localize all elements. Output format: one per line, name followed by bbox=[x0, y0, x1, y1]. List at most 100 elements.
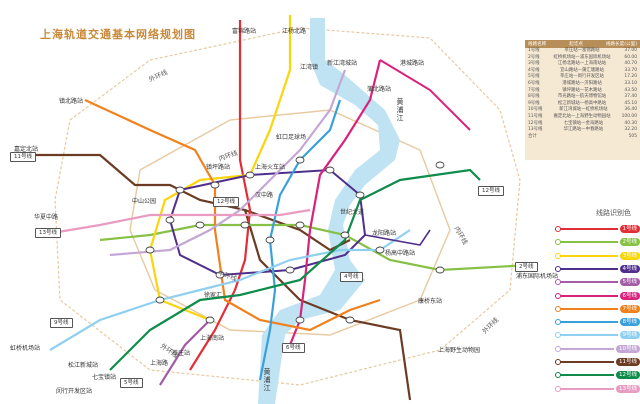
legend-line-tag: 7号线 bbox=[619, 304, 640, 313]
table-cell-length: 36.40 bbox=[624, 107, 637, 113]
table-cell-length: 37.00 bbox=[624, 48, 637, 53]
river-label-north: 黄浦江 bbox=[396, 98, 404, 122]
line-11-branch bbox=[243, 209, 412, 401]
table-cell-length: 40.30 bbox=[624, 120, 637, 126]
table-cell-line: 4号线 bbox=[528, 67, 540, 73]
table-cell-ends: 新江湾城站—虹桥机场站 bbox=[559, 107, 608, 113]
line-5-path bbox=[159, 319, 211, 386]
table-header-line: 线路名称 bbox=[528, 42, 547, 47]
table-cell-ends bbox=[537, 134, 629, 141]
table-header-ends: 起讫点 bbox=[569, 42, 584, 47]
line-10-path bbox=[109, 69, 347, 257]
table-cell-ends: 宜山路站—蒲汇塘路站 bbox=[560, 67, 604, 73]
table-cell-ends: 华江路站—中春路站 bbox=[563, 127, 604, 133]
pill-line-2: 2号线 bbox=[515, 262, 538, 272]
legend-item: 2号线 bbox=[555, 237, 640, 247]
legend-item: 7号线 bbox=[555, 304, 640, 314]
station-pudongjichang: 浦东国际机场站 bbox=[516, 273, 559, 280]
legend-line-tag: 4号线 bbox=[619, 264, 640, 273]
outer-ring bbox=[54, 27, 521, 386]
station-shiji: 世纪大道 bbox=[340, 209, 365, 216]
table-cell-ends: 虹桥机场站—浦东国际机场站 bbox=[553, 54, 611, 60]
legend-line-tag: 12号线 bbox=[616, 371, 640, 380]
table-cell-line: 2号线 bbox=[528, 54, 540, 60]
legend-line-swatch bbox=[555, 228, 618, 230]
pill-line-6: 6号线 bbox=[282, 343, 305, 353]
line-4-loop bbox=[168, 168, 367, 277]
station-shanghaiyeyuan: 上海野生动物园 bbox=[438, 347, 481, 354]
station-gangchenglu: 港城路站 bbox=[400, 60, 425, 67]
line-6-east bbox=[379, 59, 471, 131]
table-cell-length: 505 bbox=[628, 133, 637, 139]
station-xinzhuang: 莘庄站 bbox=[172, 350, 191, 357]
station-yanggao: 杨高中路站 bbox=[385, 250, 416, 257]
pill-line-5: 5号线 bbox=[120, 378, 143, 388]
table-cell-ends: 莘庄站—富锦路站 bbox=[564, 48, 600, 53]
legend-item: 11号线 bbox=[555, 357, 640, 367]
legend-line-swatch bbox=[555, 281, 618, 284]
legend-item: 3号线 bbox=[555, 251, 640, 261]
pill-line-12: 12号线 bbox=[213, 197, 239, 207]
station-jiangyangbei: 江杨北路 bbox=[282, 28, 307, 35]
legend-line-tag: 6号线 bbox=[619, 291, 640, 300]
table-row: 合计 505 bbox=[525, 134, 640, 141]
station-mingzhu: 闵行开发区站 bbox=[56, 388, 93, 395]
station-shanghainanzhan: 上海南站 bbox=[200, 335, 225, 342]
station-huaxianglu: 华夏中路 bbox=[34, 214, 59, 221]
table-cell-line: 1号线 bbox=[528, 48, 540, 53]
legend-line-swatch bbox=[555, 347, 614, 350]
legend-line-tag: 3号线 bbox=[619, 251, 640, 260]
line-12-path bbox=[109, 168, 481, 371]
legend-line-swatch bbox=[555, 241, 618, 244]
table-cell-length: 17.20 bbox=[624, 74, 637, 80]
legend-line-swatch bbox=[555, 294, 618, 297]
line-11-path bbox=[30, 153, 351, 252]
legend-item: 1号线 bbox=[555, 224, 640, 234]
interchange-nodes bbox=[145, 156, 445, 324]
table-cell-line: 5号线 bbox=[528, 74, 540, 80]
station-qibao: 七宝镇站 bbox=[92, 374, 117, 381]
line-8-path bbox=[258, 99, 342, 381]
legend-line-swatch bbox=[555, 387, 614, 390]
table-cell-ends: 莘庄站—闵行开发区站 bbox=[560, 74, 604, 80]
table-cell-ends: 七宝镇站—金海路站 bbox=[563, 120, 604, 126]
legend-line-tag: 11号线 bbox=[616, 358, 640, 366]
table-cell-ends: 松江新城站—杨高中路站 bbox=[557, 100, 607, 106]
table-cell-line: 合计 bbox=[528, 133, 537, 139]
table-cell-line: 6号线 bbox=[528, 80, 540, 86]
table-row: 1号线 莘庄站—富锦路站 37.00 bbox=[525, 48, 640, 55]
legend-dot-icon bbox=[555, 279, 561, 286]
table-row: 5号线 莘庄站—闵行开发区站 17.20 bbox=[525, 74, 640, 81]
legend-line-tag: 9号线 bbox=[619, 331, 640, 340]
pill-line-12-east: 12号线 bbox=[478, 186, 504, 196]
legend-item: 10号线 bbox=[555, 344, 640, 354]
station-xujiahui: 徐家汇 bbox=[204, 292, 223, 299]
station-fujinlu: 富锦路站 bbox=[232, 28, 257, 35]
table-cell-ends: 嘉定北站—上海野生动物园站 bbox=[553, 113, 611, 119]
line-6-path bbox=[288, 59, 382, 346]
table-cell-line: 7号线 bbox=[528, 87, 540, 93]
legend-dot-icon bbox=[555, 319, 561, 326]
legend-item: 5号线 bbox=[555, 277, 640, 287]
legend-dot-icon bbox=[555, 332, 561, 339]
station-hongkouzuqiu: 虹口足球场 bbox=[276, 134, 307, 141]
table-cell-ends: 市光路站—航天博物馆站 bbox=[557, 94, 607, 100]
station-shanghailu: 上海路 bbox=[150, 360, 169, 367]
legend-line-tag: 8号线 bbox=[619, 318, 640, 327]
legend-line-swatch bbox=[555, 254, 618, 257]
line-3-path bbox=[148, 15, 292, 322]
legend-dot-icon bbox=[555, 385, 561, 392]
map-title: 上海轨道交通基本网络规划图 bbox=[40, 28, 196, 41]
table-cell-length: 43.50 bbox=[624, 87, 637, 93]
legend-item: 13号线 bbox=[555, 384, 640, 394]
legend-title: 线路识别色 bbox=[596, 209, 631, 217]
legend-item: 8号线 bbox=[555, 317, 640, 327]
